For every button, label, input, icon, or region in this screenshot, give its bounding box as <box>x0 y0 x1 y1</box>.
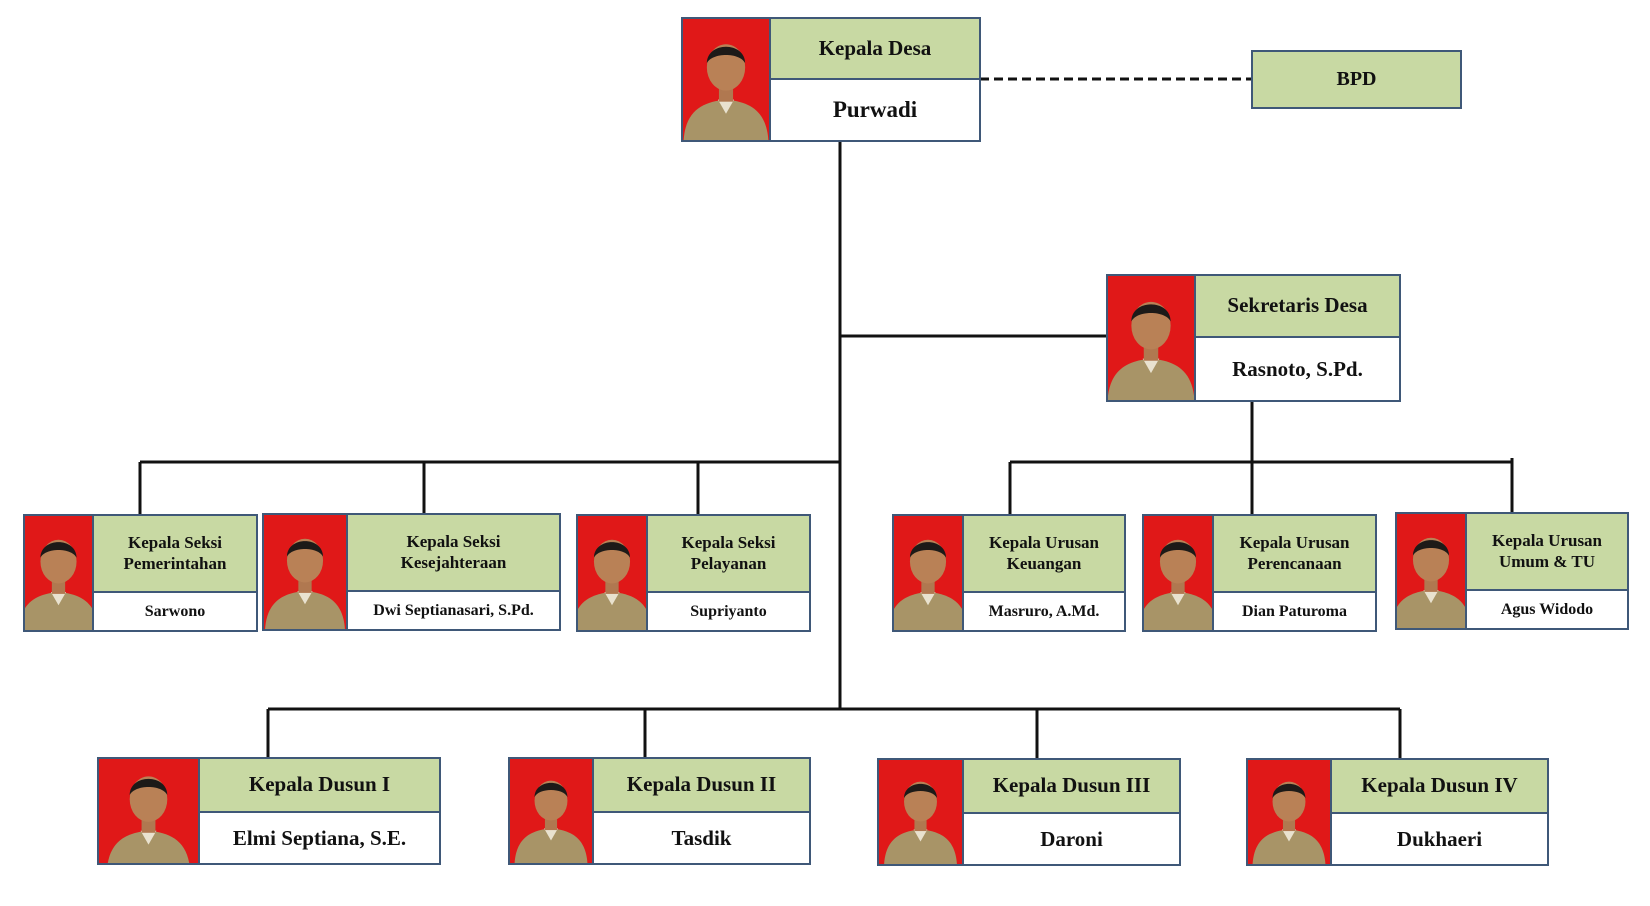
card-bpd: BPD <box>1251 50 1462 109</box>
person-portrait-icon <box>514 780 588 863</box>
person-name: Sarwono <box>144 602 206 620</box>
person-name: Rasnoto, S.Pd. <box>1232 356 1363 381</box>
person-name: Agus Widodo <box>1500 600 1594 618</box>
role-label: Kepala Dusun IV <box>1332 760 1547 814</box>
person-portrait-icon <box>1108 301 1194 400</box>
avatar-photo <box>510 759 594 863</box>
person-portrait-icon <box>884 781 957 864</box>
card-kepala-dusun-3: Kepala Dusun III Daroni <box>877 758 1181 866</box>
avatar-photo <box>683 19 771 140</box>
person-name: Dukhaeri <box>1396 826 1483 851</box>
role-line: Perencanaan <box>1247 553 1342 573</box>
person-name: Purwadi <box>832 97 918 122</box>
role-line: Pemerintahan <box>123 553 227 573</box>
avatar-photo <box>99 759 200 863</box>
role-label: Kepala Seksi Pelayanan <box>648 516 809 593</box>
role-label: Sekretaris Desa <box>1196 276 1399 338</box>
role-label: Kepala Desa <box>771 19 979 80</box>
avatar-photo <box>1248 760 1332 864</box>
role-line: Kepala Urusan <box>988 533 1100 553</box>
role-label: Kepala Seksi Kesejahteraan <box>348 515 559 592</box>
person-portrait-icon <box>578 539 646 630</box>
role-label: Kepala Urusan Perencanaan <box>1214 516 1375 593</box>
role-line: Umum & TU <box>1498 551 1596 571</box>
person-name: Dian Paturoma <box>1241 602 1348 620</box>
avatar-photo <box>894 516 964 630</box>
card-sekretaris-desa: Sekretaris Desa Rasnoto, S.Pd. <box>1106 274 1401 402</box>
role-line: Kepala Seksi <box>128 533 222 553</box>
person-portrait-icon <box>683 44 769 140</box>
card-kepala-dusun-4: Kepala Dusun IV Dukhaeri <box>1246 758 1549 866</box>
card-kepala-seksi-kesejahteraan: Kepala Seksi Kesejahteraan Dwi Septianas… <box>262 513 561 631</box>
avatar-photo <box>264 515 348 629</box>
person-portrait-icon <box>1144 539 1212 630</box>
person-name: Supriyanto <box>690 602 767 620</box>
card-kepala-desa: Kepala Desa Purwadi <box>681 17 981 142</box>
card-kepala-seksi-pelayanan: Kepala Seksi Pelayanan Supriyanto <box>576 514 811 632</box>
role-line: Kepala Seksi <box>406 532 501 552</box>
person-name: Elmi Septiana, S.E. <box>232 825 407 850</box>
avatar-photo <box>1108 276 1196 400</box>
role-label: Kepala Seksi Pemerintahan <box>94 516 256 593</box>
person-name: Tasdik <box>671 825 732 850</box>
role-line: Kepala Urusan <box>1491 531 1603 551</box>
card-kepala-urusan-keuangan: Kepala Urusan Keuangan Masruro, A.Md. <box>892 514 1126 632</box>
avatar-photo <box>879 760 964 864</box>
person-portrait-icon <box>894 539 962 630</box>
card-kepala-seksi-pemerintahan: Kepala Seksi Pemerintahan Sarwono <box>23 514 258 632</box>
person-portrait-icon <box>25 539 92 630</box>
person-portrait-icon <box>1397 537 1465 628</box>
role-label: Kepala Urusan Keuangan <box>964 516 1124 593</box>
role-line: Kepala Seksi <box>681 533 776 553</box>
avatar-photo <box>1144 516 1214 630</box>
role-label: Kepala Dusun I <box>200 759 439 813</box>
role-line: Kesejahteraan <box>400 552 507 572</box>
role-label: Kepala Urusan Umum & TU <box>1467 514 1627 591</box>
person-portrait-icon <box>107 776 190 863</box>
role-line: Kepala Urusan <box>1239 533 1350 553</box>
card-kepala-urusan-perencanaan: Kepala Urusan Perencanaan Dian Paturoma <box>1142 514 1377 632</box>
avatar-photo <box>25 516 94 630</box>
avatar-photo <box>578 516 648 630</box>
avatar-photo <box>1397 514 1467 628</box>
card-kepala-urusan-umum-tu: Kepala Urusan Umum & TU Agus Widodo <box>1395 512 1629 630</box>
card-kepala-dusun-2: Kepala Dusun II Tasdik <box>508 757 811 865</box>
person-name: Daroni <box>1040 826 1103 851</box>
person-name: Masruro, A.Md. <box>988 602 1100 620</box>
card-kepala-dusun-1: Kepala Dusun I Elmi Septiana, S.E. <box>97 757 441 865</box>
role-line: Pelayanan <box>690 553 767 573</box>
role-label: Kepala Dusun III <box>964 760 1179 814</box>
person-portrait-icon <box>1252 781 1326 864</box>
role-label: Kepala Dusun II <box>594 759 809 813</box>
role-line: Keuangan <box>1006 553 1082 573</box>
person-name: Dwi Septianasari, S.Pd. <box>373 601 534 619</box>
person-portrait-icon <box>265 538 345 629</box>
